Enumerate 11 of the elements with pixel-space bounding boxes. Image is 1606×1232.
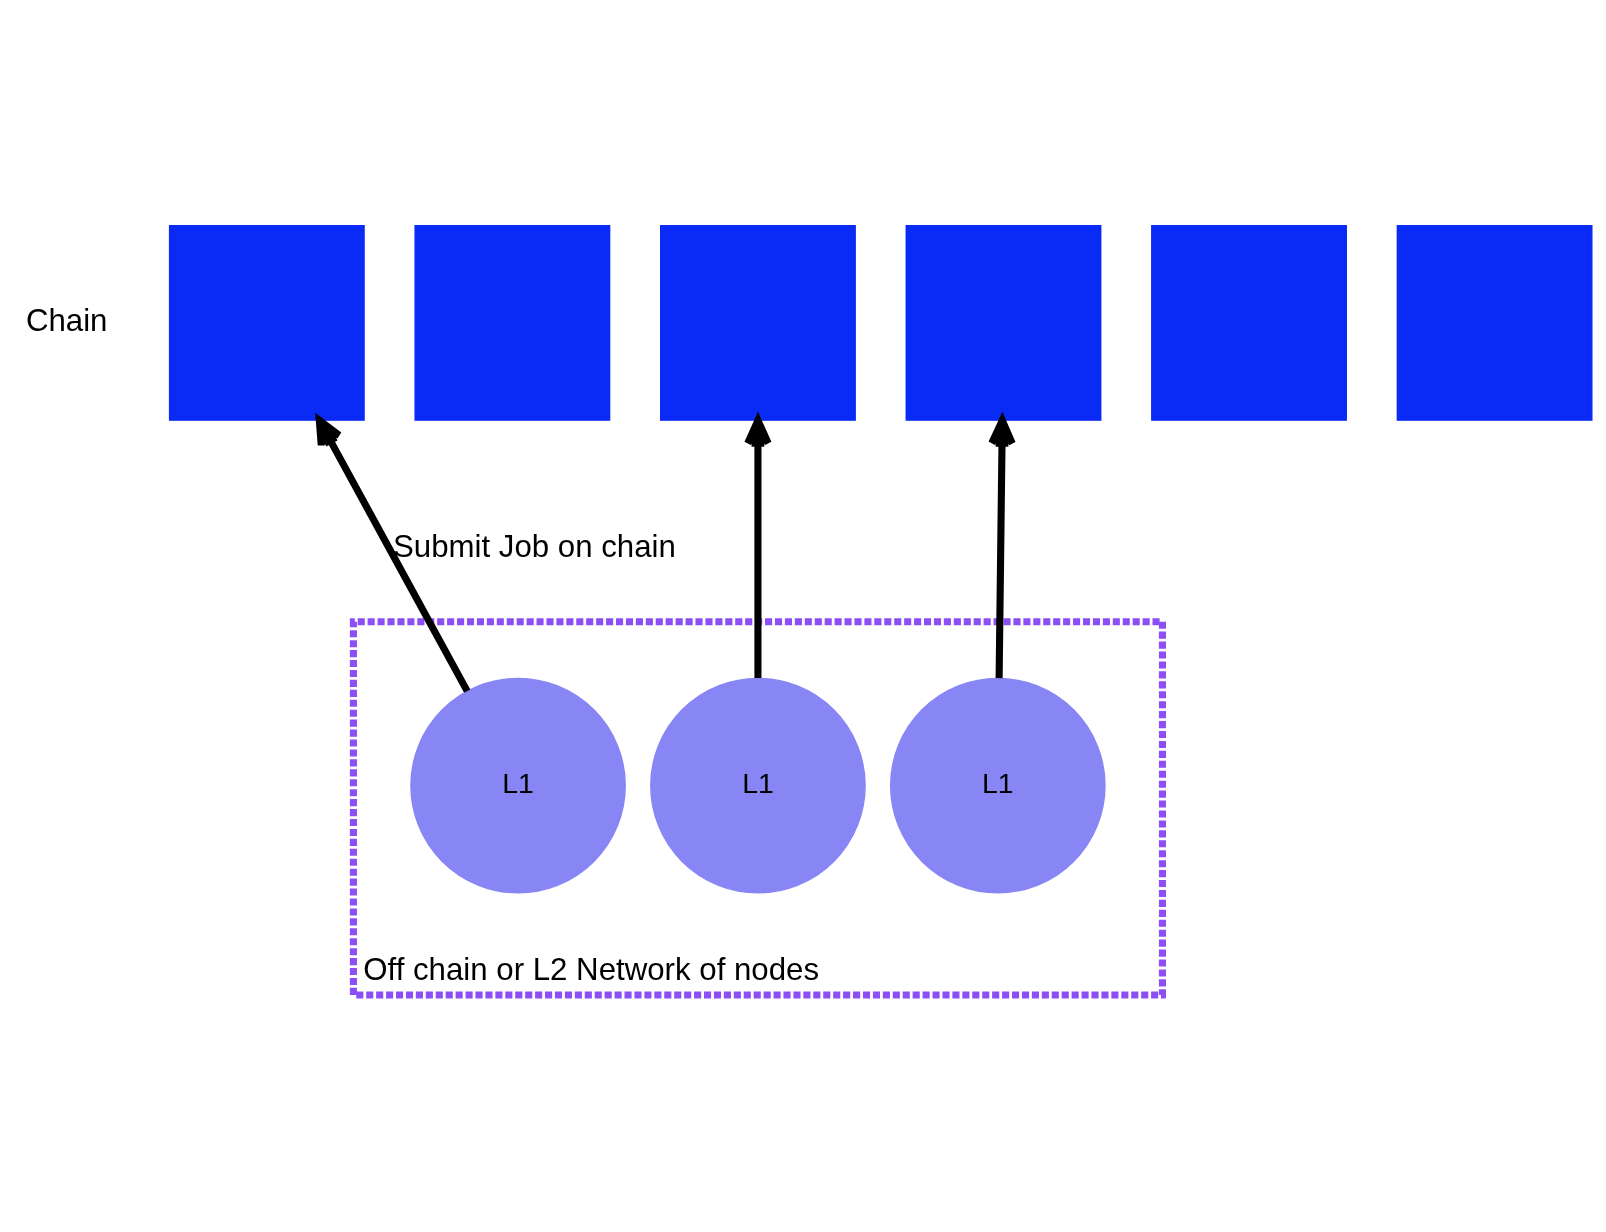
node-box xyxy=(168,224,365,421)
node-box xyxy=(905,224,1102,421)
node-circle: L1 xyxy=(889,677,1106,894)
node-circle: L1 xyxy=(410,677,626,894)
node-box xyxy=(1396,224,1593,421)
node-box xyxy=(414,224,611,421)
node-circle: L1 xyxy=(650,677,866,894)
label: Chain xyxy=(25,302,108,338)
node-box xyxy=(660,224,856,421)
node-box xyxy=(1151,224,1347,421)
edge-label: Submit Job on chain xyxy=(392,529,676,565)
